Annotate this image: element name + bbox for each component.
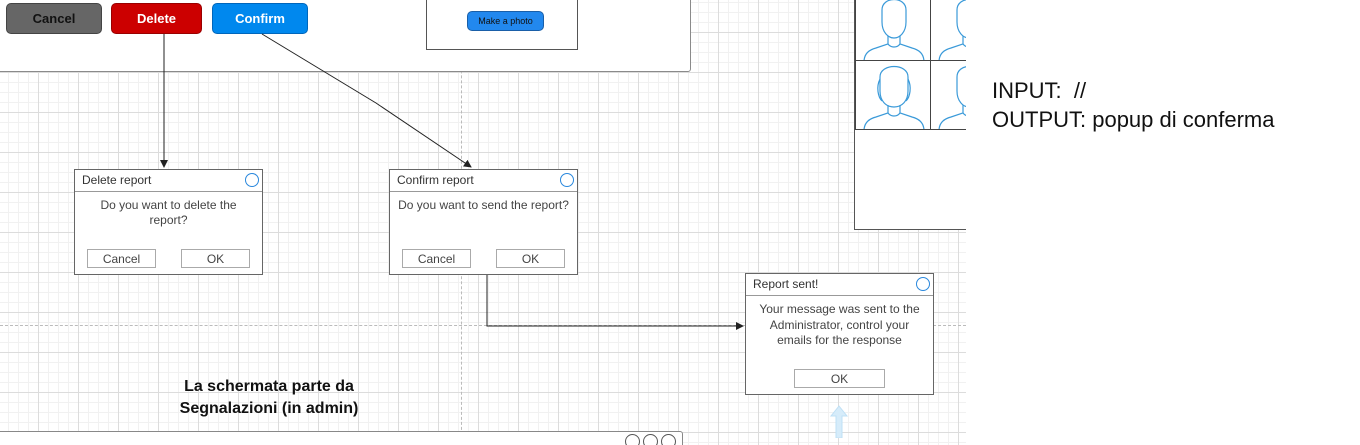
guide-line-horizontal — [0, 325, 966, 326]
window-control-icon[interactable] — [661, 434, 676, 445]
avatar-cell — [855, 60, 931, 130]
delete-report-dialog: Delete report Do you want to delete the … — [74, 169, 263, 275]
report-sent-dialog: Report sent! Your message was sent to th… — [745, 273, 934, 395]
dialog-ok-button[interactable]: OK — [181, 249, 250, 268]
dialog-title: Report sent! — [746, 274, 933, 296]
photo-grid — [854, 0, 966, 230]
dialog-message: Your message was sent to the Administrat… — [759, 302, 920, 347]
flow-caption: La schermata parte da Segnalazioni (in a… — [149, 376, 389, 420]
make-photo-button[interactable]: Make a photo — [467, 11, 544, 31]
user-avatar-icon — [863, 0, 925, 60]
window-control-icon[interactable] — [643, 434, 658, 445]
dialog-message: Do you want to delete the report? — [100, 198, 237, 227]
arrow-confirm-to-dialog — [261, 33, 472, 168]
avatar-cell — [930, 0, 966, 61]
avatar-cell — [855, 0, 931, 61]
avatar-cell — [930, 60, 966, 130]
arrow-ok-to-sent-dialog — [486, 275, 744, 330]
delete-button[interactable]: Delete — [111, 3, 202, 34]
cancel-button[interactable]: Cancel — [6, 3, 102, 34]
mockup-screen-bottom — [0, 431, 683, 445]
close-circle-icon[interactable] — [916, 277, 930, 291]
window-control-icon[interactable] — [625, 434, 640, 445]
diagram-canvas: Make a photo Cancel Delete Confirm — [0, 0, 966, 445]
arrow-up-icon — [829, 405, 849, 438]
io-notes: INPUT: // OUTPUT: popup di conferma — [992, 76, 1274, 134]
caption-line: Segnalazioni (in admin) — [179, 400, 359, 417]
user-avatar-icon — [863, 65, 925, 129]
output-note: OUTPUT: popup di conferma — [992, 107, 1275, 132]
user-avatar-icon — [938, 0, 966, 60]
dialog-title: Delete report — [75, 170, 262, 192]
user-avatar-icon — [938, 66, 966, 129]
dialog-ok-button[interactable]: OK — [496, 249, 565, 268]
dialog-message: Do you want to send the report? — [398, 198, 569, 212]
dialog-cancel-button[interactable]: Cancel — [402, 249, 471, 268]
caption-line: La schermata parte da — [184, 378, 354, 395]
confirm-report-dialog: Confirm report Do you want to send the r… — [389, 169, 578, 275]
close-circle-icon[interactable] — [245, 173, 259, 187]
close-circle-icon[interactable] — [560, 173, 574, 187]
dialog-title: Confirm report — [390, 170, 577, 192]
input-note: INPUT: // — [992, 78, 1087, 103]
confirm-button[interactable]: Confirm — [212, 3, 308, 34]
dialog-cancel-button[interactable]: Cancel — [87, 249, 156, 268]
dialog-ok-button[interactable]: OK — [794, 369, 885, 388]
flow-connectors — [160, 33, 744, 330]
